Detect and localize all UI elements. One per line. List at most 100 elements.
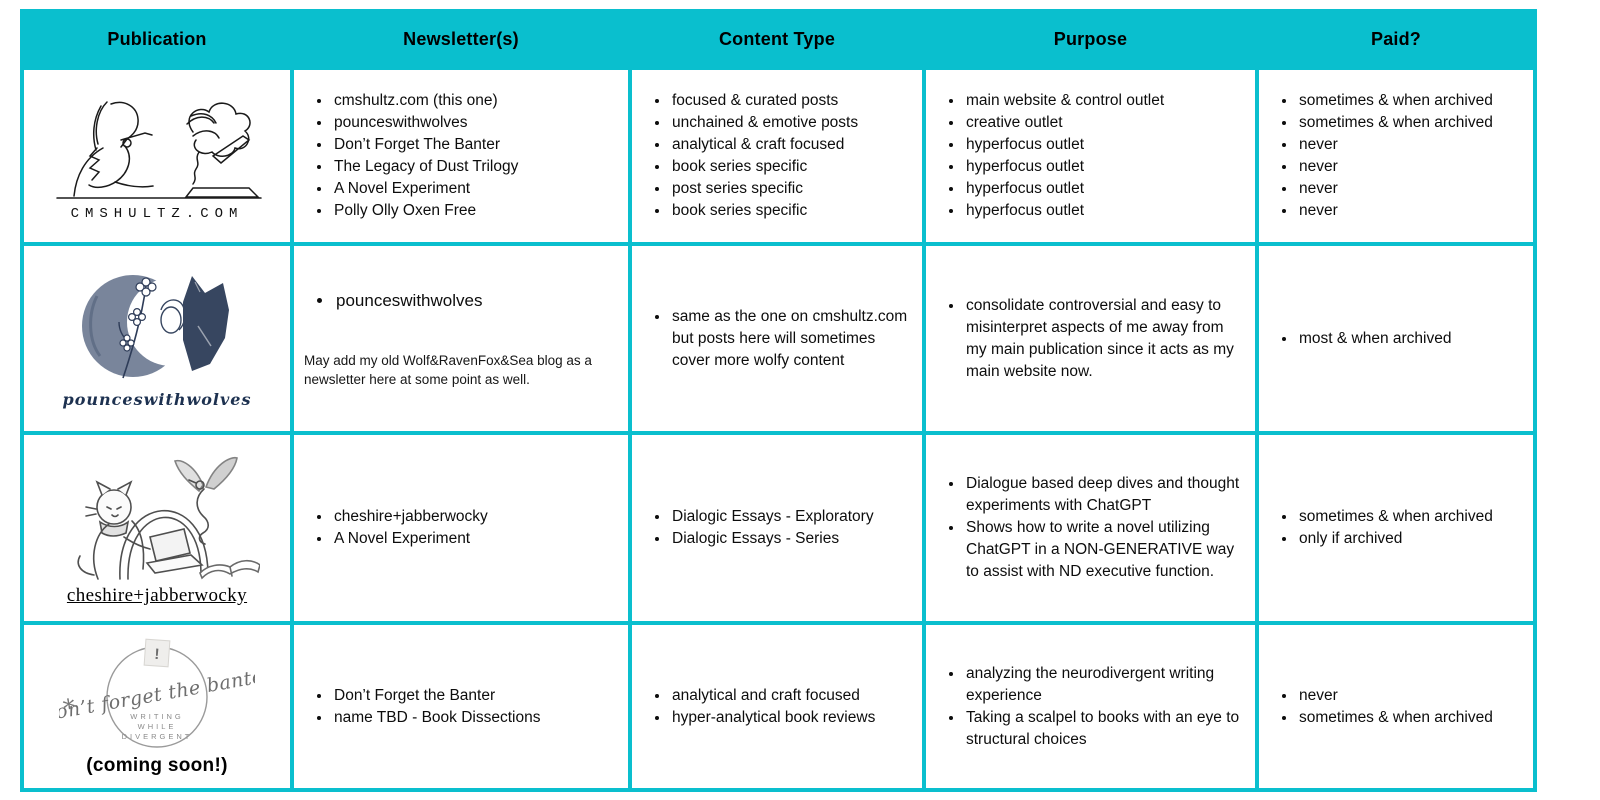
paid-cell-row4: never sometimes & when archived xyxy=(1259,625,1533,788)
pounceswithwolves-moon-wolf-illustration xyxy=(82,275,229,379)
publication-caption: pounceswithwolves xyxy=(62,390,252,409)
list-item: never xyxy=(1297,685,1493,707)
star-glyph: * xyxy=(61,693,78,723)
cat-dragon-laptop-sketch-illustration xyxy=(77,456,260,580)
paid-cell-row1: sometimes & when archived sometimes & wh… xyxy=(1259,70,1533,242)
paid-cell-row3: sometimes & when archived only if archiv… xyxy=(1259,435,1533,621)
list-item: only if archived xyxy=(1297,528,1493,550)
list-item: consolidate controversial and easy to mi… xyxy=(964,295,1245,383)
newsletters-content: pounceswithwolves May add my old Wolf&Ra… xyxy=(294,289,628,389)
newsletters-cell-row4: Don’t Forget the Banter name TBD - Book … xyxy=(294,625,628,788)
list-item: Taking a scalpel to books with an eye to… xyxy=(964,707,1245,751)
paid-list: never sometimes & when archived xyxy=(1259,685,1503,729)
content-type-list: Dialogic Essays - Exploratory Dialogic E… xyxy=(632,506,884,550)
header-label: Newsletter(s) xyxy=(403,29,519,49)
header-label: Publication xyxy=(107,29,207,49)
list-item: sometimes & when archived xyxy=(1297,707,1493,729)
exclamation-note-glyph: ! xyxy=(154,645,160,662)
list-item: analyzing the neurodivergent writing exp… xyxy=(964,663,1245,707)
purpose-list: consolidate controversial and easy to mi… xyxy=(926,295,1255,383)
publication-caption: (coming soon!) xyxy=(86,754,228,776)
list-item: post series specific xyxy=(670,178,858,200)
publication-caption: CMSHULTZ.COM xyxy=(70,206,244,222)
dont-forget-the-banter-badge-logo: ! * Don’t forget the banter WRITING WHIL… xyxy=(59,638,255,748)
content-type-cell-row2: same as the one on cmshultz.com but post… xyxy=(632,246,922,431)
newsletters-cell-row1: cmshultz.com (this one) pounceswithwolve… xyxy=(294,70,628,242)
content-type-list: focused & curated posts unchained & emot… xyxy=(632,90,868,222)
list-item: sometimes & when archived xyxy=(1297,90,1493,112)
list-item: analytical and craft focused xyxy=(670,685,875,707)
purpose-cell-row1: main website & control outlet creative o… xyxy=(926,70,1255,242)
content-type-list: same as the one on cmshultz.com but post… xyxy=(632,306,922,372)
list-item: hyperfocus outlet xyxy=(964,156,1164,178)
header-purpose: Purpose xyxy=(926,13,1255,66)
header-label: Purpose xyxy=(1053,29,1128,49)
list-item: A Novel Experiment xyxy=(332,178,518,200)
header-content-type: Content Type xyxy=(632,13,922,66)
list-item: book series specific xyxy=(670,200,858,222)
list-item: never xyxy=(1297,156,1493,178)
purpose-cell-row3: Dialogue based deep dives and thought ex… xyxy=(926,435,1255,621)
purpose-list: analyzing the neurodivergent writing exp… xyxy=(926,663,1255,751)
publication-cell-cheshire-jabberwocky: cheshire+jabberwocky xyxy=(24,435,290,621)
list-item: creative outlet xyxy=(964,112,1164,134)
newsletters-cell-row2: pounceswithwolves May add my old Wolf&Ra… xyxy=(294,246,628,431)
list-item: cmshultz.com (this one) xyxy=(332,90,518,112)
logo-subtext-line2: WHILE xyxy=(138,722,177,731)
logo-subtext-line3: DIVERGENT xyxy=(122,732,193,741)
newsletter-note: May add my old Wolf&RavenFox&Sea blog as… xyxy=(304,352,592,387)
list-item: The Legacy of Dust Trilogy xyxy=(332,156,518,178)
content-type-list: analytical and craft focused hyper-analy… xyxy=(632,685,885,729)
publication-caption: cheshire+jabberwocky xyxy=(66,585,248,606)
list-item: Dialogic Essays - Series xyxy=(670,528,874,550)
list-item: sometimes & when archived xyxy=(1297,506,1493,528)
header-label: Paid? xyxy=(1370,29,1421,49)
logo-subtext-line1: WRITING xyxy=(130,712,184,721)
newsletters-list: cheshire+jabberwocky A Novel Experiment xyxy=(294,506,498,550)
newsletters-list: Don’t Forget the Banter name TBD - Book … xyxy=(294,685,550,729)
list-item: Shows how to write a novel utilizing Cha… xyxy=(964,517,1245,583)
list-item: hyperfocus outlet xyxy=(964,134,1164,156)
list-item: same as the one on cmshultz.com but post… xyxy=(670,306,912,372)
list-item: name TBD - Book Dissections xyxy=(332,707,540,729)
purpose-cell-row4: analyzing the neurodivergent writing exp… xyxy=(926,625,1255,788)
header-publication: Publication xyxy=(24,13,290,66)
content-type-cell-row1: focused & curated posts unchained & emot… xyxy=(632,70,922,242)
newsletters-list: pounceswithwolves xyxy=(304,289,620,313)
header-paid: Paid? xyxy=(1259,13,1533,66)
purpose-cell-row2: consolidate controversial and easy to mi… xyxy=(926,246,1255,431)
list-item: main website & control outlet xyxy=(964,90,1164,112)
list-item: Don’t Forget the Banter xyxy=(332,685,540,707)
list-item: focused & curated posts xyxy=(670,90,858,112)
content-type-cell-row3: Dialogic Essays - Exploratory Dialogic E… xyxy=(632,435,922,621)
list-item: most & when archived xyxy=(1297,328,1452,350)
list-item: never xyxy=(1297,200,1493,222)
list-item: analytical & craft focused xyxy=(670,134,858,156)
list-item: A Novel Experiment xyxy=(332,528,488,550)
list-item: hyperfocus outlet xyxy=(964,178,1164,200)
paid-list: sometimes & when archived sometimes & wh… xyxy=(1259,90,1503,222)
paid-list: most & when archived xyxy=(1259,328,1462,350)
paid-cell-row2: most & when archived xyxy=(1259,246,1533,431)
header-label: Content Type xyxy=(718,29,836,49)
list-item: hyper-analytical book reviews xyxy=(670,707,875,729)
header-newsletters: Newsletter(s) xyxy=(294,13,628,66)
list-item: Dialogic Essays - Exploratory xyxy=(670,506,874,528)
list-item: Don’t Forget The Banter xyxy=(332,134,518,156)
content-type-cell-row4: analytical and craft focused hyper-analy… xyxy=(632,625,922,788)
cmshultz-writer-doodle-illustration xyxy=(56,101,262,199)
list-item: Polly Olly Oxen Free xyxy=(332,200,518,222)
paid-list: sometimes & when archived only if archiv… xyxy=(1259,506,1503,550)
purpose-list: main website & control outlet creative o… xyxy=(926,90,1174,222)
publication-cell-pounceswithwolves: pounceswithwolves xyxy=(24,246,290,431)
list-item: hyperfocus outlet xyxy=(964,200,1164,222)
list-item: pounceswithwolves xyxy=(332,112,518,134)
newsletters-cell-row3: cheshire+jabberwocky A Novel Experiment xyxy=(294,435,628,621)
list-item: never xyxy=(1297,178,1493,200)
purpose-list: Dialogue based deep dives and thought ex… xyxy=(926,473,1255,583)
newsletters-list: cmshultz.com (this one) pounceswithwolve… xyxy=(294,90,528,222)
list-item: unchained & emotive posts xyxy=(670,112,858,134)
list-item: pounceswithwolves xyxy=(334,289,610,313)
list-item: cheshire+jabberwocky xyxy=(332,506,488,528)
list-item: sometimes & when archived xyxy=(1297,112,1493,134)
